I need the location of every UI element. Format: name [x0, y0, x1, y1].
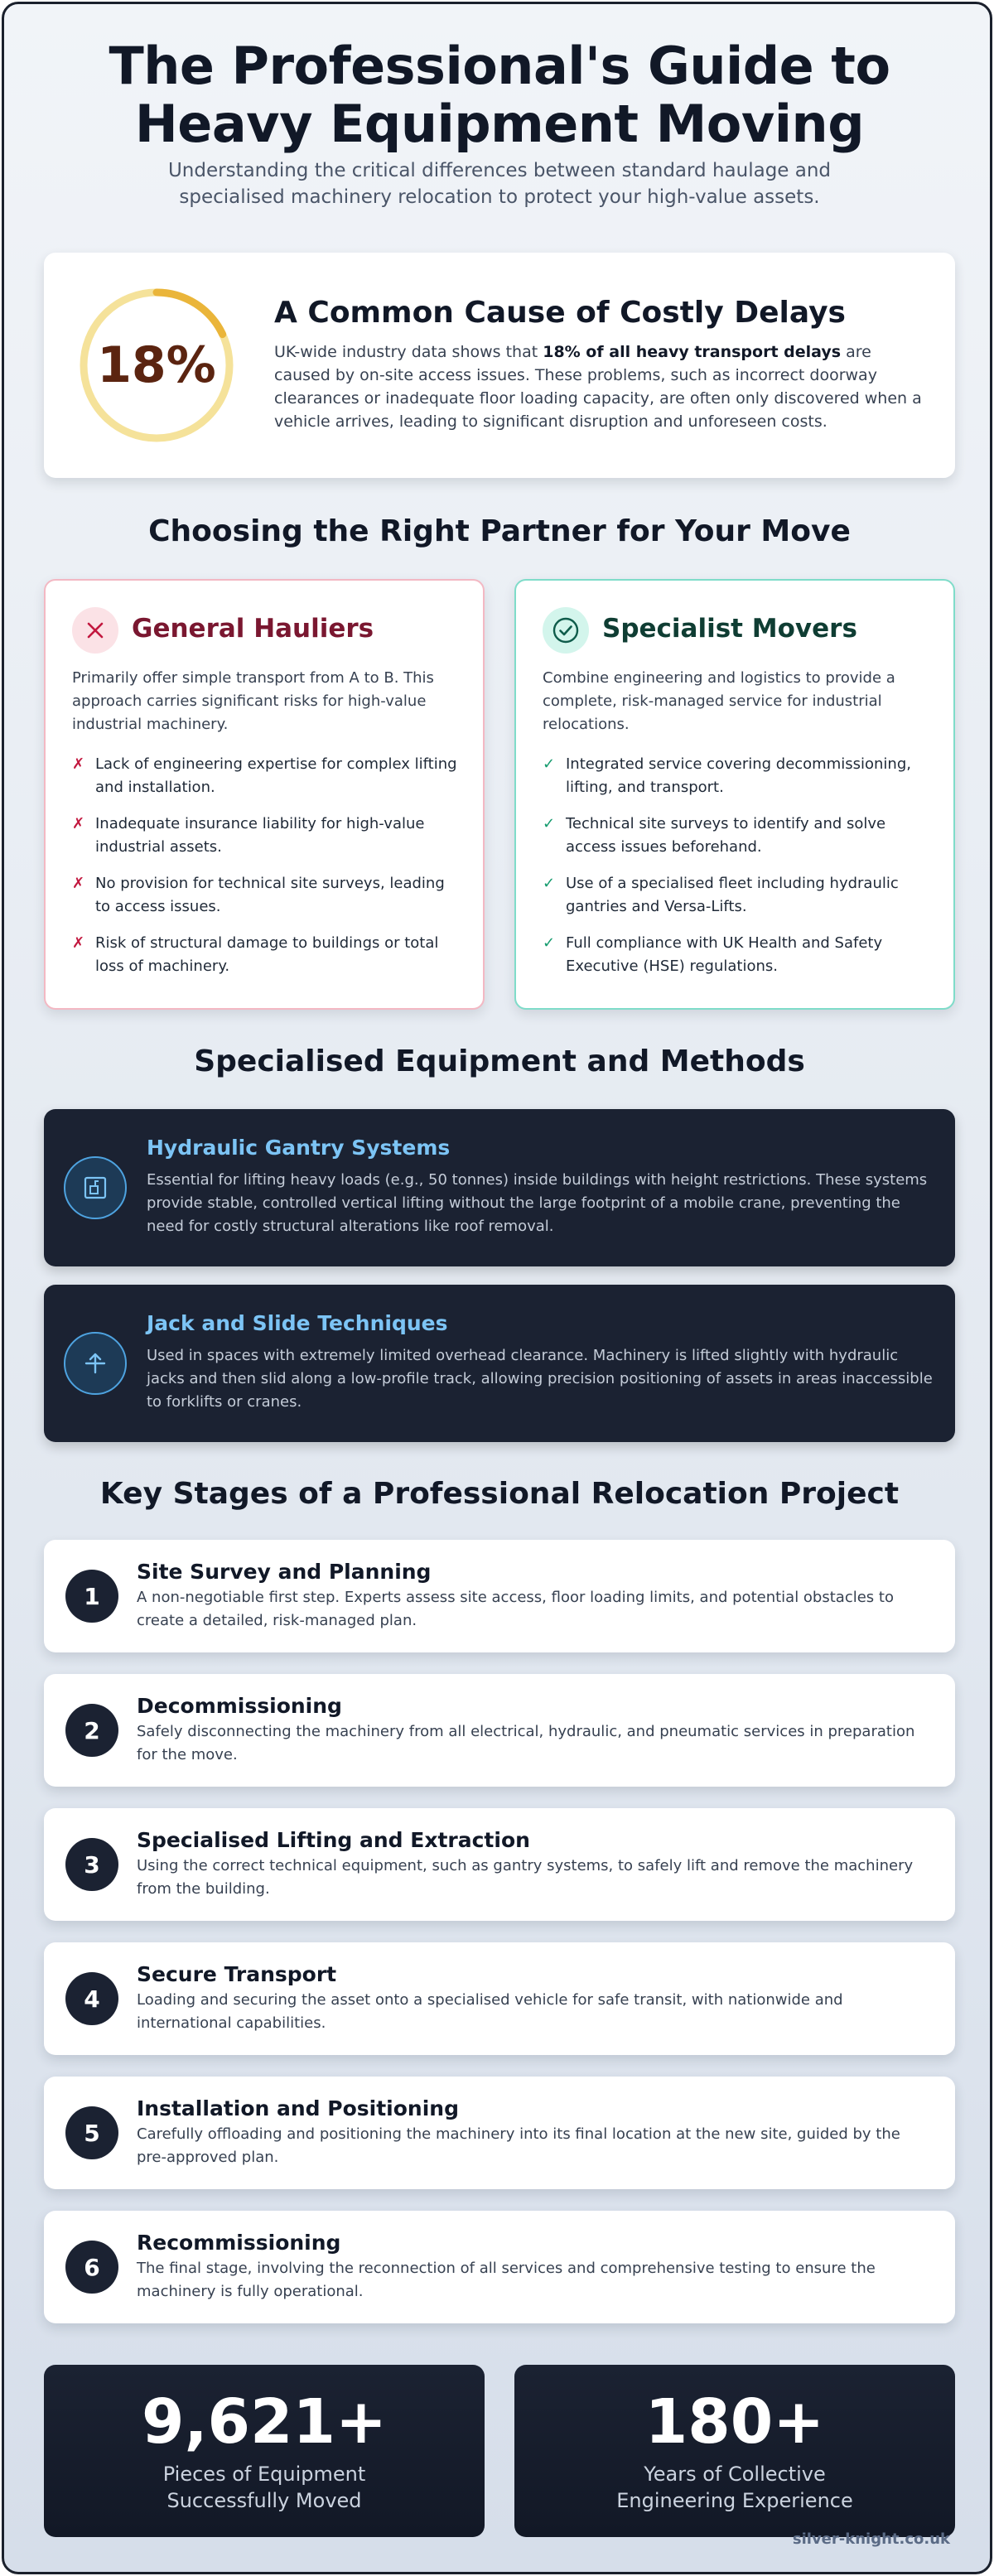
- general-hauliers-list: ✗ Lack of engineering expertise for compl…: [72, 753, 460, 991]
- page-subtitle: Understanding the critical differences b…: [167, 160, 832, 208]
- cross-mark-icon: ✗: [72, 875, 85, 892]
- list-item-text: Integrated service covering decommission…: [566, 755, 911, 796]
- cross-mark-icon: ✗: [72, 815, 85, 832]
- list-item: ✓ Full compliance with UK Health and Safe…: [543, 932, 930, 978]
- check-circle-icon: [543, 607, 589, 654]
- stage-number: 1: [65, 1570, 118, 1623]
- check-mark-icon: ✓: [543, 755, 556, 773]
- cross-mark-icon: ✗: [72, 755, 85, 773]
- list-item: ✓ Technical site surveys to identify and …: [543, 813, 930, 859]
- ring-fill: [80, 288, 234, 442]
- stage-number: 2: [65, 1704, 118, 1757]
- stat-label: Years of Collective Engineering Experien…: [514, 2461, 955, 2514]
- source-credit: silver-knight.co.uk: [792, 2530, 950, 2548]
- method-card-jack-slide: Jack and Slide Techniques Used in spaces…: [44, 1285, 955, 1442]
- list-item: ✗ Lack of engineering expertise for compl…: [72, 753, 460, 799]
- check-mark-icon: ✓: [543, 815, 556, 832]
- equipment-moved-stat: 9,621+ Pieces of Equipment Successfully …: [44, 2365, 485, 2537]
- list-item: ✗ Inadequate insurance liability for high…: [72, 813, 460, 859]
- title-line-2: Heavy Equipment Moving: [134, 94, 865, 154]
- stage-number: 6: [65, 2241, 118, 2294]
- specialist-movers-list: ✓ Integrated service covering decommissio…: [543, 753, 930, 991]
- stage-description: Loading and securing the asset onto a sp…: [137, 1991, 843, 2032]
- specialist-movers-card: Specialist Movers Combine engineering an…: [514, 579, 955, 1010]
- stage-description: Using the correct technical equipment, s…: [137, 1857, 914, 1898]
- general-hauliers-card: General Hauliers Primarily offer simple …: [44, 579, 485, 1010]
- jack-icon: [64, 1332, 127, 1395]
- method-description: Essential for lifting heavy loads (e.g.,…: [147, 1171, 928, 1235]
- stat-label-line: Pieces of Equipment: [162, 2463, 366, 2486]
- general-hauliers-title: General Hauliers: [132, 614, 374, 644]
- check-mark-icon: ✓: [543, 875, 556, 892]
- partner-section-title: Choosing the Right Partner for Your Move: [148, 514, 851, 548]
- stage-card: 5 Installation and Positioning Carefully…: [44, 2077, 955, 2189]
- percentage-ring: [80, 288, 234, 442]
- stat-body-highlight: 18% of all heavy transport delays: [543, 343, 842, 361]
- stage-description: A non-negotiable first step. Experts ass…: [137, 1589, 894, 1629]
- stat-number: 9,621+: [141, 2386, 388, 2458]
- list-item-text: Technical site surveys to identify and s…: [566, 815, 886, 856]
- method-title: Hydraulic Gantry Systems: [147, 1136, 451, 1160]
- stage-title: Specialised Lifting and Extraction: [137, 1828, 530, 1852]
- method-title: Jack and Slide Techniques: [147, 1311, 448, 1335]
- list-item-text: Risk of structural damage to buildings o…: [95, 934, 439, 975]
- stage-card: 2 Decommissioning Safely disconnecting t…: [44, 1674, 955, 1787]
- stat-label-line: Successfully Moved: [166, 2489, 362, 2512]
- stage-description: Safely disconnecting the machinery from …: [137, 1723, 915, 1763]
- list-item-text: Full compliance with UK Health and Safet…: [566, 934, 883, 975]
- gantry-icon: [64, 1156, 127, 1219]
- list-item: ✗ No provision for technical site surveys…: [72, 872, 460, 919]
- list-item: ✓ Use of a specialised fleet including hy…: [543, 872, 930, 919]
- title-line-1: The Professional's Guide to: [109, 36, 890, 96]
- stat-label: Pieces of Equipment Successfully Moved: [44, 2461, 485, 2514]
- method-description: Used in spaces with extremely limited ov…: [147, 1347, 933, 1411]
- specialist-movers-title: Specialist Movers: [602, 614, 857, 644]
- cross-mark-icon: ✗: [72, 934, 85, 952]
- stage-description: The final stage, involving the reconnect…: [137, 2260, 876, 2300]
- list-item-text: Lack of engineering expertise for comple…: [95, 755, 457, 796]
- experience-stat: 180+ Years of Collective Engineering Exp…: [514, 2365, 955, 2537]
- stat-label-line: Years of Collective: [644, 2463, 826, 2486]
- stat-description: UK-wide industry data shows that 18% of …: [274, 340, 929, 433]
- list-item-text: No provision for technical site surveys,…: [95, 875, 445, 915]
- stage-title: Site Survey and Planning: [137, 1560, 432, 1584]
- check-mark-icon: ✓: [543, 934, 556, 952]
- stat-value: 18%: [97, 336, 216, 394]
- stage-title: Recommissioning: [137, 2231, 341, 2255]
- list-item-text: Use of a specialised fleet including hyd…: [566, 875, 899, 915]
- stage-title: Secure Transport: [137, 1962, 337, 1986]
- stage-title: Installation and Positioning: [137, 2096, 459, 2120]
- stage-card: 4 Secure Transport Loading and securing …: [44, 1942, 955, 2055]
- stage-number: 3: [65, 1838, 118, 1891]
- delay-stat-card: 18% A Common Cause of Costly Delays UK-w…: [44, 253, 955, 478]
- stage-description: Carefully offloading and positioning the…: [137, 2125, 900, 2166]
- x-icon: [72, 607, 118, 654]
- stages-section-title: Key Stages of a Professional Relocation …: [99, 1477, 900, 1511]
- list-item-text: Inadequate insurance liability for high-…: [95, 815, 425, 856]
- stat-title: A Common Cause of Costly Delays: [274, 296, 846, 330]
- stage-card: 3 Specialised Lifting and Extraction Usi…: [44, 1808, 955, 1921]
- stat-body-end: are caused by on-site access issues. The…: [274, 343, 922, 431]
- page-title: The Professional's Guide to Heavy Equipm…: [4, 36, 990, 154]
- general-hauliers-description: Primarily offer simple transport from A …: [72, 669, 434, 733]
- stat-body-start: UK-wide industry data shows that: [274, 343, 543, 361]
- list-item: ✓ Integrated service covering decommissio…: [543, 753, 930, 799]
- methods-section-title: Specialised Equipment and Methods: [194, 1044, 805, 1078]
- list-item: ✗ Risk of structural damage to buildings …: [72, 932, 460, 978]
- stage-card: 1 Site Survey and Planning A non-negotia…: [44, 1540, 955, 1652]
- stage-title: Decommissioning: [137, 1694, 342, 1718]
- stat-label-line: Engineering Experience: [616, 2489, 853, 2512]
- stage-card: 6 Recommissioning The final stage, invol…: [44, 2211, 955, 2323]
- stat-number: 180+: [644, 2386, 825, 2458]
- stage-number: 4: [65, 1972, 118, 2025]
- stage-number: 5: [65, 2106, 118, 2159]
- method-card-gantry: Hydraulic Gantry Systems Essential for l…: [44, 1109, 955, 1266]
- specialist-movers-description: Combine engineering and logistics to pro…: [543, 669, 895, 733]
